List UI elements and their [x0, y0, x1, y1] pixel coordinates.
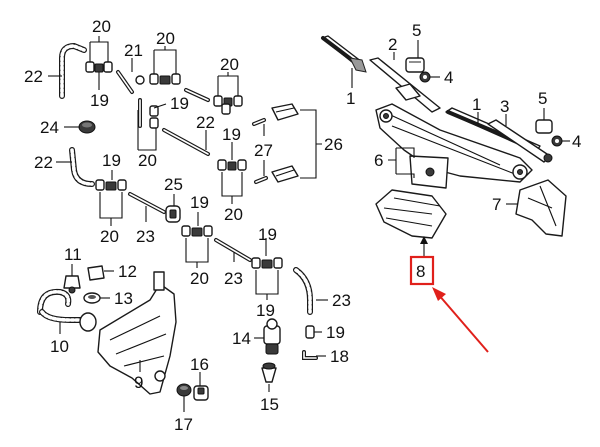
- seal-13[interactable]: [83, 292, 101, 304]
- highlight-box: [409, 255, 435, 286]
- callout-16: 16: [190, 355, 209, 374]
- callout-22: 22: [196, 113, 215, 132]
- pump-grommet-15[interactable]: [261, 362, 277, 383]
- callout-21: 21: [124, 41, 143, 60]
- clips-20-lower[interactable]: [251, 257, 283, 269]
- callout-24: 24: [40, 118, 59, 137]
- wiper-linkage-frame[interactable]: [375, 103, 533, 189]
- callout-23: 23: [136, 227, 155, 246]
- wiper-arm-right[interactable]: [487, 119, 553, 163]
- callout-20: 20: [220, 55, 239, 74]
- callout-19: 19: [90, 91, 109, 110]
- elbow-18[interactable]: [302, 350, 318, 360]
- hose-22-mid[interactable]: [162, 128, 210, 156]
- hose-23-left[interactable]: [128, 192, 166, 214]
- wiper-motor-bracket[interactable]: [515, 179, 567, 237]
- connector-25[interactable]: [165, 205, 181, 223]
- clips-20-top-left[interactable]: [85, 61, 113, 73]
- hose-22-top[interactable]: [59, 42, 87, 99]
- callout-2: 2: [388, 35, 397, 54]
- cap-5-top[interactable]: [405, 57, 425, 73]
- callout-6: 6: [374, 151, 383, 170]
- pump-14[interactable]: [263, 318, 281, 355]
- callout-17: 17: [174, 415, 193, 434]
- filler-neck-10[interactable]: [37, 288, 97, 332]
- washer-reservoir-9[interactable]: [97, 271, 177, 395]
- callout-19: 19: [326, 323, 345, 342]
- callout-9: 9: [134, 373, 143, 392]
- callout-23: 23: [224, 269, 243, 288]
- cowl-cover-part-8[interactable]: [375, 189, 447, 239]
- callout-22: 22: [24, 67, 43, 86]
- grommet-17[interactable]: [176, 383, 192, 397]
- nut-4-right[interactable]: [551, 135, 563, 147]
- callout-11: 11: [64, 245, 82, 264]
- callout-22: 22: [34, 153, 53, 172]
- callout-3: 3: [500, 97, 509, 116]
- callout-12: 12: [118, 262, 137, 281]
- callout-10: 10: [50, 337, 69, 356]
- wiper-arm-left[interactable]: [369, 57, 441, 113]
- grommet-16[interactable]: [193, 385, 209, 401]
- clips-20-top-mid[interactable]: [149, 73, 181, 85]
- callout-1: 1: [346, 89, 355, 108]
- callout-5: 5: [538, 89, 547, 108]
- grommet-24[interactable]: [78, 120, 96, 134]
- callout-8: 8: [416, 262, 425, 281]
- callout-7: 7: [492, 195, 501, 214]
- callout-23: 23: [332, 291, 351, 310]
- bracket-12[interactable]: [87, 265, 105, 281]
- callout-labels: 20 21 20 22 19 19 20 24 22 19 20 26 27 1…: [24, 17, 581, 434]
- callout-19: 19: [222, 125, 241, 144]
- hose-23-right[interactable]: [293, 267, 313, 315]
- callout-15: 15: [260, 395, 279, 414]
- callout-4: 4: [444, 68, 453, 87]
- cap-5-right[interactable]: [535, 119, 553, 134]
- cap-11[interactable]: [63, 275, 81, 294]
- highlight-part-8[interactable]: 8: [409, 255, 435, 286]
- clips-20-left-row[interactable]: [95, 179, 127, 191]
- nozzle-26[interactable]: [271, 103, 299, 183]
- callout-19: 19: [102, 151, 121, 170]
- wiper-blade-left[interactable]: [321, 35, 367, 73]
- callout-26: 26: [324, 135, 343, 154]
- callout-18: 18: [330, 347, 349, 366]
- connector-21[interactable]: [116, 70, 145, 94]
- callout-27: 27: [254, 141, 273, 160]
- clips-20-center[interactable]: [181, 225, 213, 237]
- callout-13: 13: [114, 289, 133, 308]
- callout-20: 20: [138, 151, 157, 170]
- callout-20: 20: [224, 205, 243, 224]
- callout-5: 5: [412, 21, 421, 40]
- callout-20: 20: [190, 269, 209, 288]
- callout-20: 20: [156, 29, 175, 48]
- callout-14: 14: [232, 329, 251, 348]
- hose-22-left[interactable]: [69, 147, 95, 187]
- connector-19-bottom[interactable]: [305, 325, 315, 339]
- elbow-27[interactable]: [252, 118, 268, 184]
- highlight-arrow: [432, 287, 489, 353]
- y-connector-upper[interactable]: [138, 98, 159, 129]
- callout-25: 25: [164, 175, 183, 194]
- callout-19: 19: [258, 225, 277, 244]
- nut-4-top[interactable]: [419, 71, 431, 83]
- callout-19: 19: [256, 301, 275, 320]
- callout-4: 4: [572, 132, 581, 151]
- callout-20: 20: [92, 17, 111, 36]
- callout-1: 1: [472, 95, 481, 114]
- callout-19: 19: [190, 193, 209, 212]
- hose-23-center[interactable]: [214, 238, 252, 262]
- callout-19: 19: [170, 94, 189, 113]
- clips-20-right-col[interactable]: [217, 103, 247, 171]
- callout-20: 20: [100, 227, 119, 246]
- hose-segment-upper[interactable]: [184, 88, 243, 107]
- leader-lines: [48, 36, 570, 412]
